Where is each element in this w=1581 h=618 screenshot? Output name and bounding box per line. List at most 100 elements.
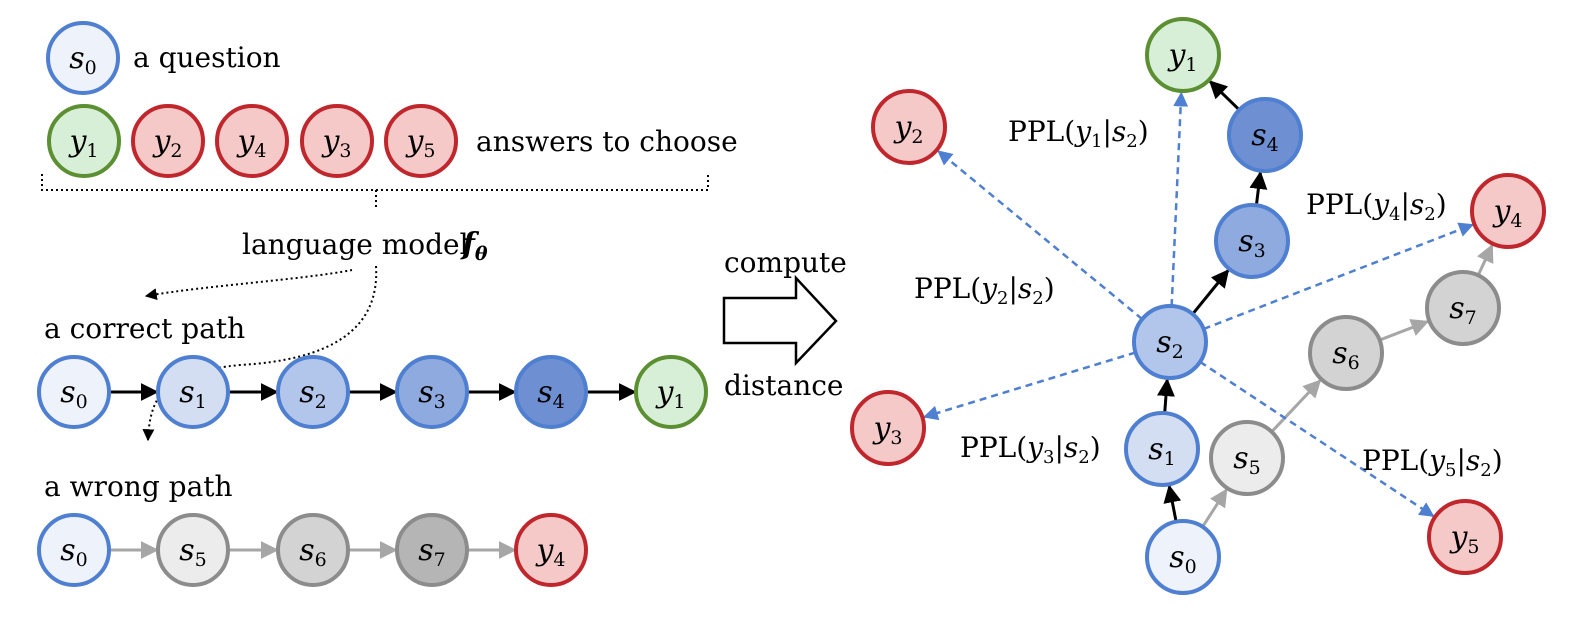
- node-label: y2: [151, 124, 182, 162]
- legend-s0-node: s0: [46, 21, 120, 95]
- node-circle: [276, 355, 350, 429]
- node-circle: [46, 21, 120, 95]
- ppl-label-y5: PPL(y5|s2): [1362, 444, 1503, 481]
- node-label: s6: [1332, 336, 1360, 374]
- node-circle: [47, 104, 121, 178]
- node-circle: [1209, 420, 1285, 496]
- edge-s0-s5: [1201, 488, 1228, 528]
- node-circle: [37, 355, 111, 429]
- legend-question-row: s0 a question: [46, 21, 281, 95]
- language-model-label: language model: [242, 228, 469, 261]
- ppl-edge-s2-y3: [922, 351, 1136, 421]
- correct-path-label: a correct path: [44, 312, 245, 345]
- edge-s2-s3: [1191, 269, 1230, 315]
- node-label: s5: [1233, 441, 1261, 479]
- legend-answer-node-y5: y5: [384, 104, 458, 178]
- ppl-labels: PPL(y1|s2)PPL(y2|s2)PPL(y3|s2)PPL(y4|s2)…: [914, 115, 1503, 481]
- node-label: s0: [60, 375, 88, 413]
- legend-answer-node-y1: y1: [47, 104, 121, 178]
- edge-s0-s1: [1163, 484, 1182, 522]
- node-label: s2: [299, 375, 327, 413]
- legend-answer-node-y4: y4: [215, 104, 289, 178]
- correct-path-node-y1: y1: [634, 355, 708, 429]
- node-label: y4: [534, 533, 565, 571]
- node-circle: [1132, 304, 1208, 380]
- node-circle: [156, 355, 230, 429]
- wrong-path-label: a wrong path: [44, 470, 233, 503]
- node-label: s0: [69, 41, 97, 79]
- node-label: s3: [1238, 224, 1266, 262]
- node-label: s4: [537, 375, 565, 413]
- node-circle: [1145, 17, 1221, 93]
- graph-node-y5: y5: [1427, 499, 1503, 575]
- graph-edges: [922, 80, 1494, 528]
- ppl-edge-s2-y1: [1170, 91, 1189, 307]
- node-label: s1: [179, 375, 207, 413]
- node-circle: [1124, 411, 1200, 487]
- node-circle: [871, 89, 947, 165]
- node-label: y4: [1491, 194, 1522, 232]
- node-circle: [1227, 97, 1303, 173]
- node-label: s3: [418, 375, 446, 413]
- node-circle: [384, 104, 458, 178]
- node-label: y4: [235, 124, 266, 162]
- node-circle: [1145, 519, 1221, 595]
- ppl-label-y1: PPL(y1|s2): [1008, 115, 1149, 152]
- node-circle: [514, 355, 588, 429]
- graph-node-s2: s2: [1132, 304, 1208, 380]
- graph-node-s6: s6: [1308, 315, 1384, 391]
- ppl-label-y4: PPL(y4|s2): [1306, 188, 1447, 225]
- edge-s6-s7: [1379, 319, 1430, 342]
- edge-s1-s2: [1156, 378, 1175, 414]
- edge-s4-y1: [1208, 80, 1241, 111]
- graph-node-s0: s0: [1145, 519, 1221, 595]
- ppl-edge-s2-y4: [1203, 222, 1474, 331]
- node-circle: [1427, 499, 1503, 575]
- node-circle: [634, 355, 708, 429]
- node-label: y1: [1166, 38, 1197, 76]
- ppl-edge-s2-y2: [937, 150, 1144, 321]
- wrong-path-node-s6: s6: [276, 513, 350, 587]
- edge-s3-s4: [1249, 170, 1268, 206]
- correct-path-node-s1: s1: [156, 355, 230, 429]
- model-to-correct-curve: [144, 269, 353, 301]
- ppl-edge-s2-y5: [1199, 360, 1435, 518]
- correct-path-node-s2: s2: [276, 355, 350, 429]
- node-label: y1: [654, 375, 685, 413]
- node-circle: [300, 104, 374, 178]
- graph-node-y4: y4: [1470, 173, 1546, 249]
- node-circle: [1470, 173, 1546, 249]
- correct-path-node-s3: s3: [395, 355, 469, 429]
- wrong-path-node-s5: s5: [156, 513, 230, 587]
- node-circle: [395, 513, 469, 587]
- node-label: y5: [1448, 520, 1479, 558]
- node-label: y2: [892, 110, 923, 148]
- node-label: s0: [1169, 540, 1197, 578]
- compute-label: compute: [724, 246, 847, 279]
- distance-label: distance: [724, 369, 843, 402]
- wrong-path-node-y4: y4: [514, 513, 588, 587]
- graph-node-y1: y1: [1145, 17, 1221, 93]
- node-circle: [1308, 315, 1384, 391]
- node-circle: [215, 104, 289, 178]
- node-circle: [514, 513, 588, 587]
- correct-path-node-s0: s0: [37, 355, 111, 429]
- graph-node-y2: y2: [871, 89, 947, 165]
- node-label: s1: [1148, 432, 1176, 470]
- ppl-label-y3: PPL(y3|s2): [960, 431, 1101, 468]
- edge-s7-y4: [1476, 243, 1494, 276]
- node-label: y3: [871, 411, 902, 449]
- answers-label: answers to choose: [476, 125, 738, 158]
- node-label: y5: [404, 124, 435, 162]
- correct-path-node-s4: s4: [514, 355, 588, 429]
- node-label: y1: [67, 124, 98, 162]
- node-label: s6: [299, 533, 327, 571]
- big-right-arrow: [722, 274, 838, 367]
- node-circle: [850, 390, 926, 466]
- model-symbol: fθ: [460, 227, 488, 265]
- node-label: s2: [1156, 325, 1184, 363]
